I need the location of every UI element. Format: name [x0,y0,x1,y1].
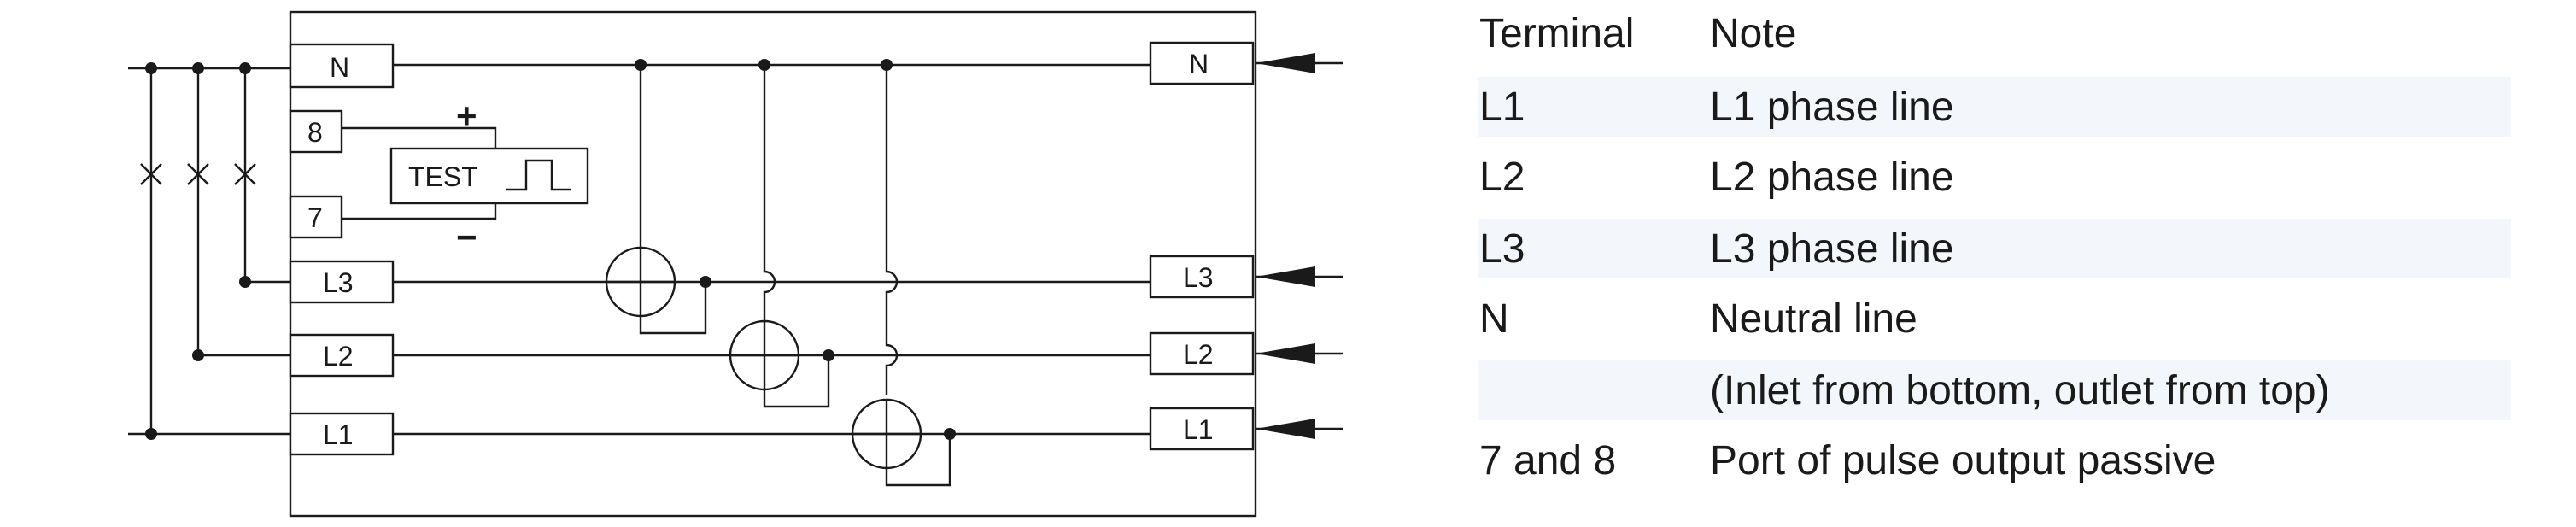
ct-coil-l3 [605,246,711,335]
supply-junction-dot [192,62,204,74]
pulse-wire-8 [342,126,497,154]
legend-row: (Inlet from bottom, outlet from top) [1478,360,2511,420]
terminal-l3-right-label: L3 [1183,262,1214,293]
legend-terminal: N [1479,296,1509,342]
terminal-n-left-label: N [330,52,349,83]
terminal-legend: Terminal Note L1 L1 phase line L2 L2 pha… [1478,0,2511,527]
terminal-l3-left [289,260,395,304]
legend-terminal: L1 [1479,84,1525,130]
legend-terminal: 7 and 8 [1479,437,1617,483]
test-pulse-box [389,147,589,205]
test-label: TEST [408,161,478,192]
terminal-n-right-label: N [1189,49,1209,79]
supply-junction-dot [239,62,251,74]
legend-note: L3 phase line [1710,225,1954,272]
legend-note: (Inlet from bottom, outlet from top) [1710,367,2330,413]
supply-junction-dot [192,349,204,361]
pulse-symbol [506,159,571,191]
terminal-l3-left-label: L3 [323,267,354,298]
pulse-plus-sign: + [456,96,477,136]
terminal-7-label: 7 [307,202,323,233]
terminal-l1-left-label: L1 [323,419,354,450]
ct-coil-l1 [851,398,956,487]
terminal-n-left [289,43,395,89]
legend-row: L1 L1 phase line [1478,77,2511,137]
neutral-taps [635,59,899,395]
terminal-8-label: 8 [307,117,323,148]
legend-row: N Neutral line [1478,289,1917,348]
legend-note: Neutral line [1710,296,1917,342]
legend-note: L1 phase line [1710,84,1954,130]
meter-housing [289,10,1257,518]
terminal-l2-left-label: L2 [323,341,354,372]
ct-coil-l2 [729,319,834,408]
load-cross-marks [140,163,256,185]
legend-note: L2 phase line [1710,154,1954,200]
supply-junction-dot [145,62,157,74]
legend-row: L2 L2 phase line [1478,147,1954,207]
legend-row: L3 L3 phase line [1478,219,2511,278]
terminal-l1-left [289,412,395,456]
terminal-l1-right [1149,407,1255,451]
output-arrows [1256,53,1343,439]
terminal-8 [289,109,343,154]
legend-terminal: L3 [1479,225,1525,272]
legend-row: 7 and 8 Port of pulse output passive [1478,430,2216,490]
legend-header: Terminal Note [1478,3,1796,63]
legend-terminal: L2 [1479,154,1525,200]
legend-note: Port of pulse output passive [1710,437,2216,483]
terminal-7 [289,195,343,239]
supply-junction-dot [239,276,251,288]
terminal-n-right [1149,41,1255,85]
wiring-diagram: TEST + − N 8 7 L3 L2 L1 N L3 L2 L1 [128,10,1343,518]
pulse-minus-sign: − [456,217,477,257]
terminal-l2-right-label: L2 [1183,339,1214,370]
terminal-l2-right [1149,331,1255,376]
terminal-l3-right [1149,255,1255,299]
legend-header-terminal: Terminal [1479,10,1635,56]
terminal-l2-left [289,333,395,378]
supply-junction-dot [145,428,157,440]
pulse-wire-7 [342,198,497,220]
legend-header-note: Note [1710,10,1797,56]
terminal-l1-right-label: L1 [1183,414,1214,445]
